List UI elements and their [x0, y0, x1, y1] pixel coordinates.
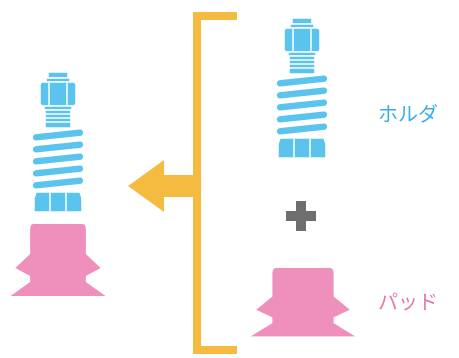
- pad-label: パッド: [378, 290, 438, 314]
- plus-icon: [286, 201, 316, 231]
- holder-icon: [274, 17, 330, 159]
- bracket-line: [193, 12, 237, 354]
- pad-icon: [250, 268, 356, 337]
- assembled-suction-cup-icon: [10, 71, 106, 296]
- left-arrow-icon: [128, 160, 196, 212]
- holder-label: ホルダ: [378, 102, 438, 126]
